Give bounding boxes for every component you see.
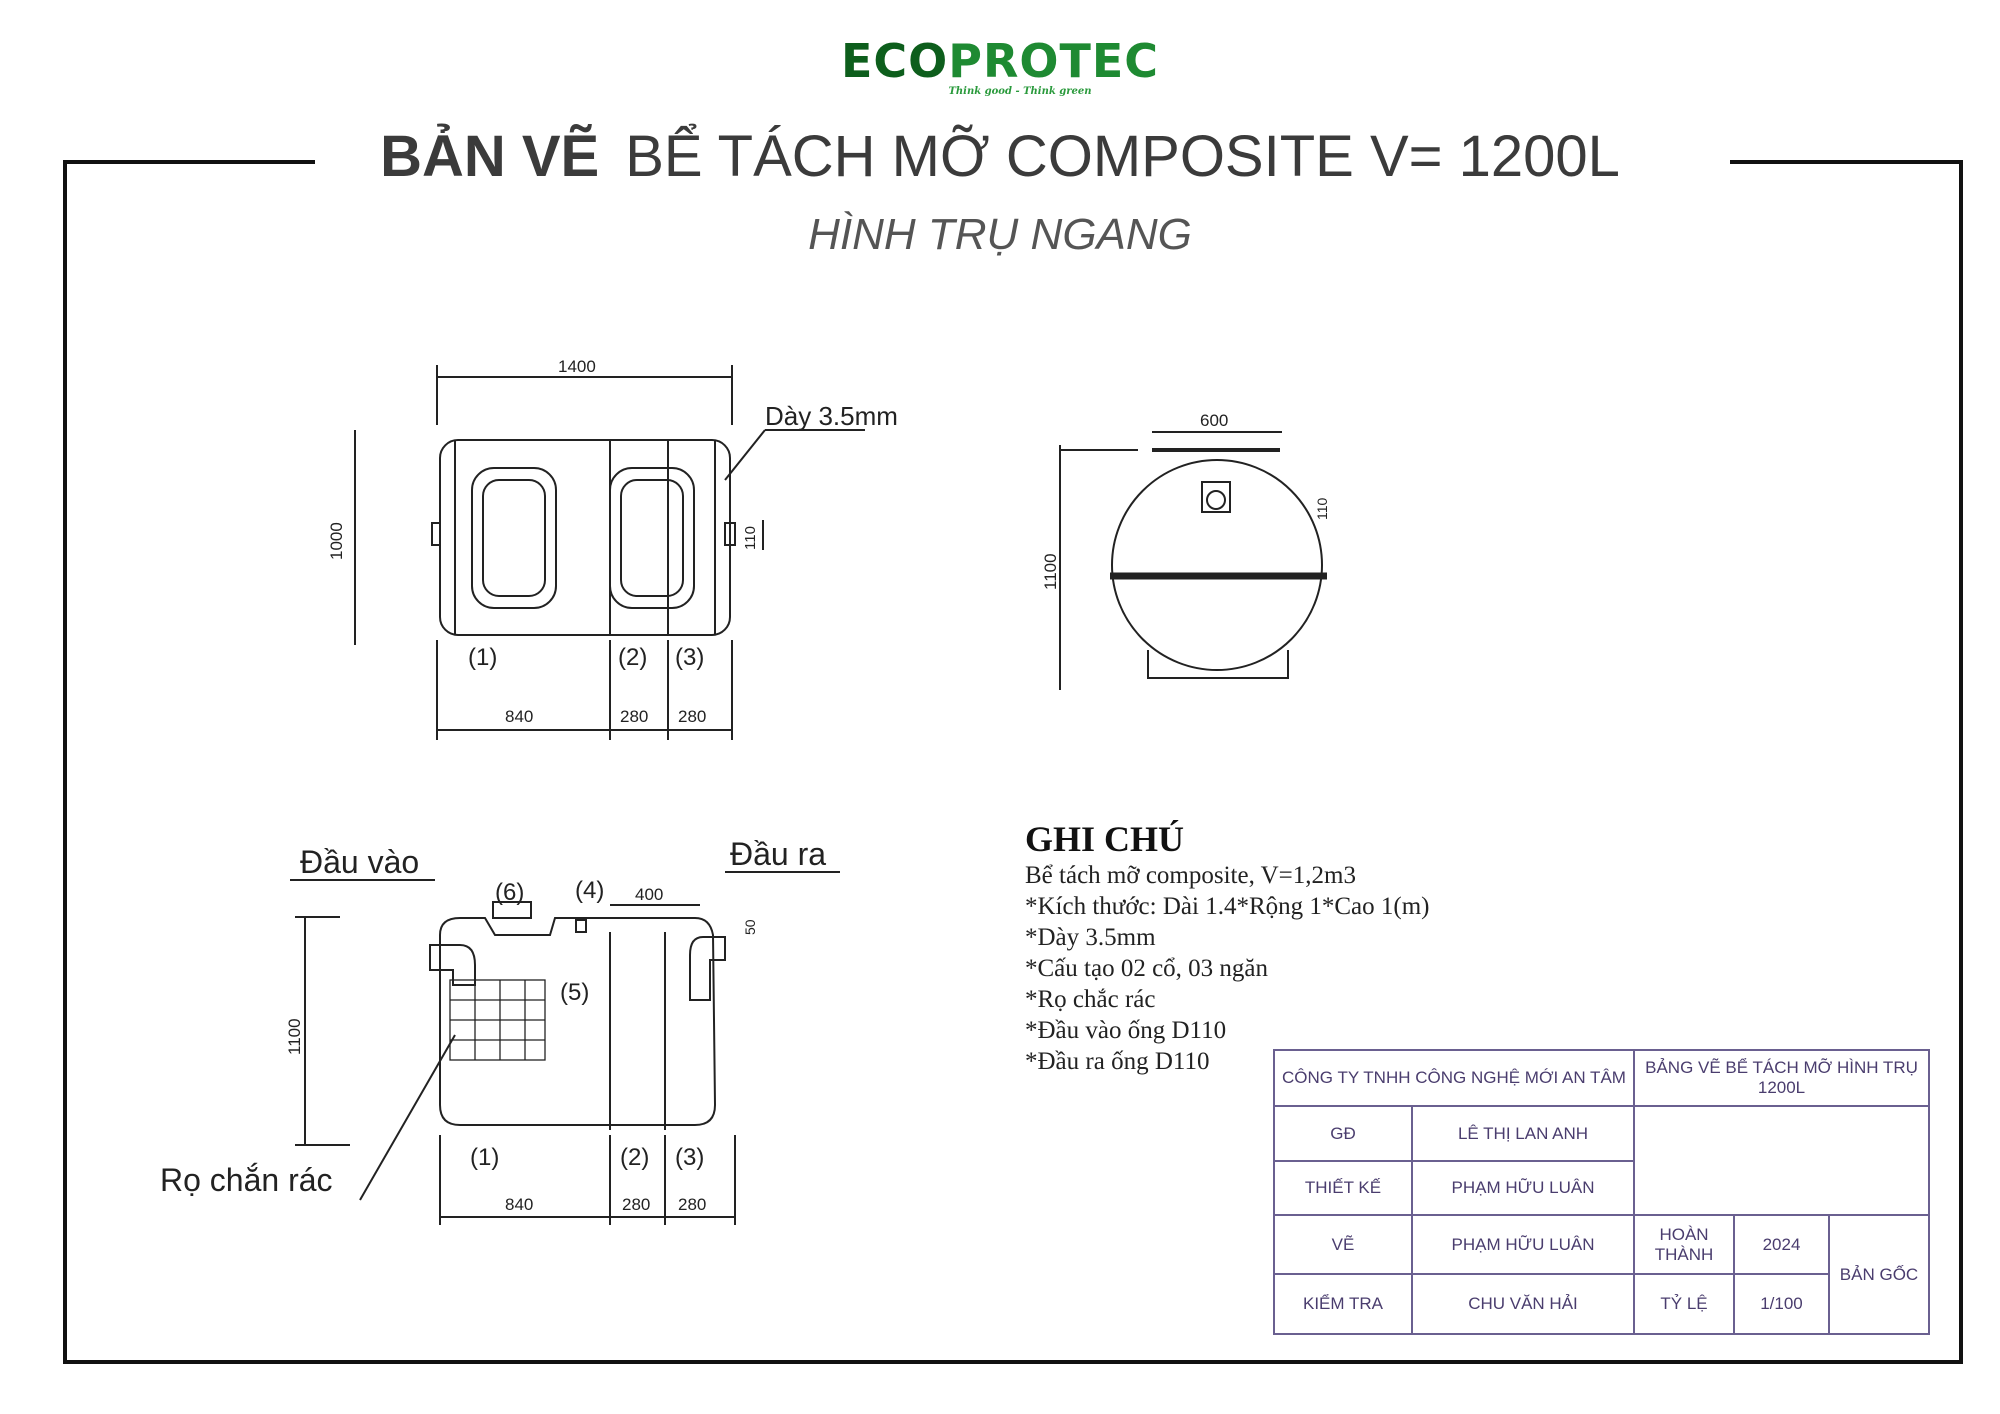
screen-label: Rọ chắn rác [160,1162,333,1198]
name-cell: PHẠM HỮU LUÂN [1411,1214,1635,1275]
note-line: Bể tách mỡ composite, V=1,2m3 [1025,862,1356,889]
role-cell: THIẾT KẾ [1273,1160,1413,1216]
title-rest: BỂ TÁCH MỠ COMPOSITE V= 1200L [625,124,1620,189]
frame-top-right [1730,160,1959,164]
chamber-2: (2) [618,644,647,671]
note-line: *Cấu tạo 02 cổ, 03 ngăn [1025,955,1269,982]
chamber-2: (2) [620,1144,649,1171]
dim-seg3: 280 [678,1195,706,1214]
logo: ECOPROTEC Think good - Think green [0,36,2000,97]
dim-400: 400 [635,885,663,904]
dim-seg1: 840 [505,707,533,726]
page-subtitle: HÌNH TRỤ NGANG [808,210,1192,259]
company-name: CÔNG TY TNHH CÔNG NGHỆ MỚI AN TÂM [1273,1049,1635,1107]
name-cell: PHẠM HỮU LUÂN [1411,1160,1635,1216]
part-4: (4) [575,877,604,904]
dim-height: 1100 [1041,553,1060,590]
dim-seg3: 280 [678,707,706,726]
name-cell: CHU VĂN HẢI [1411,1273,1635,1335]
section-view-drawing: Đầu vào Đầu ra (6) (4) (5) 400 50 1100 R… [160,836,840,1225]
chamber-3: (3) [675,644,704,671]
logo-tagline: Think good - Think green [948,86,1092,97]
title-block: CÔNG TY TNHH CÔNG NGHỆ MỚI AN TÂM BẢNG V… [1273,1049,1930,1335]
page-title: BẢN VẼ BỂ TÁCH MỠ COMPOSITE V= 1200L [0,122,2000,192]
dim-height: 1100 [285,1018,304,1055]
note-line: *Đầu vào ống D110 [1025,1017,1227,1044]
chamber-3: (3) [675,1144,704,1171]
logo-brand-left: ECO [840,34,949,88]
notes-heading: GHI CHÚ [1025,819,1185,859]
logo-brand-right: PROTEC [948,34,1160,88]
dim-50: 50 [742,919,758,935]
part-5: (5) [560,979,589,1006]
part-6: (6) [495,879,524,906]
frame-top-left [63,160,315,164]
drawing-frame [63,160,1963,1364]
note-line: *Dày 3.5mm [1025,924,1156,951]
note-line: *Rọ chắc rác [1025,986,1156,1013]
dim-pipe: 110 [1314,497,1330,520]
original-label: BẢN GỐC [1828,1214,1930,1335]
name-cell: LÊ THỊ LAN ANH [1411,1105,1635,1162]
scale-value: 1/100 [1733,1273,1830,1335]
side-view-drawing: 600 1100 110 [1041,411,1330,690]
year: 2024 [1733,1214,1830,1275]
thickness-label: Dày 3.5mm [765,401,898,431]
outlet-label: Đầu ra [730,836,826,872]
scale-label: TỶ LỆ [1633,1273,1735,1335]
dim-pipe: 110 [742,526,759,550]
blank-cell [1633,1105,1930,1216]
chamber-1: (1) [468,644,497,671]
drawing-name: BẢNG VẼ BỂ TÁCH MỠ HÌNH TRỤ 1200L [1633,1049,1930,1107]
inlet-label: Đầu vào [300,844,419,880]
chamber-1: (1) [470,1144,499,1171]
role-cell: GĐ [1273,1105,1413,1162]
notes: GHI CHÚ Bể tách mỡ composite, V=1,2m3 *K… [1025,818,1430,1077]
top-view-drawing: 1400 1000 Dày 3.5mm 110 (1) (2) (3) 840 … [327,357,898,740]
dim-seg1: 840 [505,1195,533,1214]
dim-top: 600 [1200,411,1228,430]
role-cell: KIỂM TRA [1273,1273,1413,1335]
dim-seg2: 280 [622,1195,650,1214]
note-line: *Đầu ra ống D110 [1025,1048,1210,1075]
done-label: HOÀN THÀNH [1633,1214,1735,1275]
title-bold: BẢN VẼ [380,124,600,189]
dim-height: 1000 [327,522,346,560]
note-line: *Kích thước: Dài 1.4*Rộng 1*Cao 1(m) [1025,893,1430,920]
dim-width: 1400 [558,357,596,376]
dim-seg2: 280 [620,707,648,726]
role-cell: VẼ [1273,1214,1413,1275]
